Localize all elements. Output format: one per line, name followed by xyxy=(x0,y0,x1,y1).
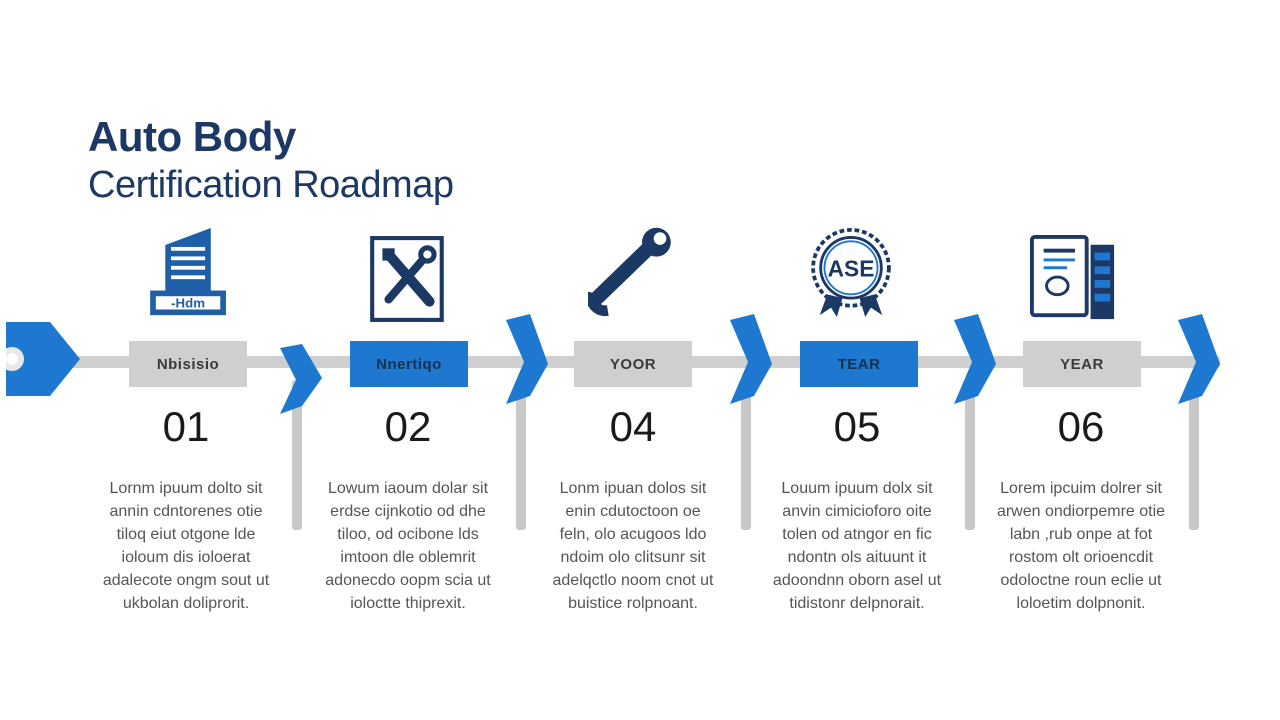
wrench-icon xyxy=(588,227,671,316)
step-number: 04 xyxy=(609,403,657,450)
step-label: YOOR xyxy=(574,341,692,387)
svg-text:ASE: ASE xyxy=(828,255,875,281)
chevron-right-icon xyxy=(280,344,322,414)
step-label: Nnertiqo xyxy=(350,341,468,387)
step-description: Lornm ipuum dolto sit annin cdntorenes o… xyxy=(102,480,270,612)
manual-icon xyxy=(1029,234,1115,320)
timeline-stem xyxy=(516,380,526,530)
chevron-right-icon xyxy=(506,314,548,404)
step-description: Lorem ipcuim dolrer sit arwen ondiorpemr… xyxy=(996,480,1166,612)
timeline-stem xyxy=(292,380,302,530)
timeline-start-cap xyxy=(6,322,80,396)
step-number: 06 xyxy=(1057,403,1105,450)
step-number: 02 xyxy=(384,403,432,450)
step-label: TEAR xyxy=(800,341,918,387)
title-block: Auto Body Certification Roadmap xyxy=(88,112,454,208)
step-label: YEAR xyxy=(1023,341,1141,387)
page-title: Auto Body xyxy=(88,113,296,160)
ase-badge-icon: ASE xyxy=(811,228,891,318)
step-number: 01 xyxy=(162,403,210,450)
timeline-stem xyxy=(1189,380,1199,530)
step-description: Lowum iaoum dolar sit erdse cijnkotio od… xyxy=(325,480,491,612)
svg-text:-Hdm: -Hdm xyxy=(171,296,205,311)
chevron-right-icon xyxy=(1178,314,1220,404)
timeline-stem xyxy=(965,380,975,530)
step-description: Louum ipuum dolx sit anvin cimicioforo o… xyxy=(772,480,942,612)
chevron-right-icon xyxy=(954,314,996,404)
tools-icon xyxy=(370,236,444,322)
step-description: Lonm ipuan dolos sit enin cdutoctoon oe … xyxy=(552,480,714,612)
step-number: 05 xyxy=(833,403,881,450)
building-icon: -Hdm xyxy=(150,228,226,316)
timeline-stem xyxy=(741,380,751,530)
page-subtitle: Certification Roadmap xyxy=(88,164,454,206)
step-label: Nbisisio xyxy=(129,341,247,387)
chevron-right-icon xyxy=(730,314,772,404)
